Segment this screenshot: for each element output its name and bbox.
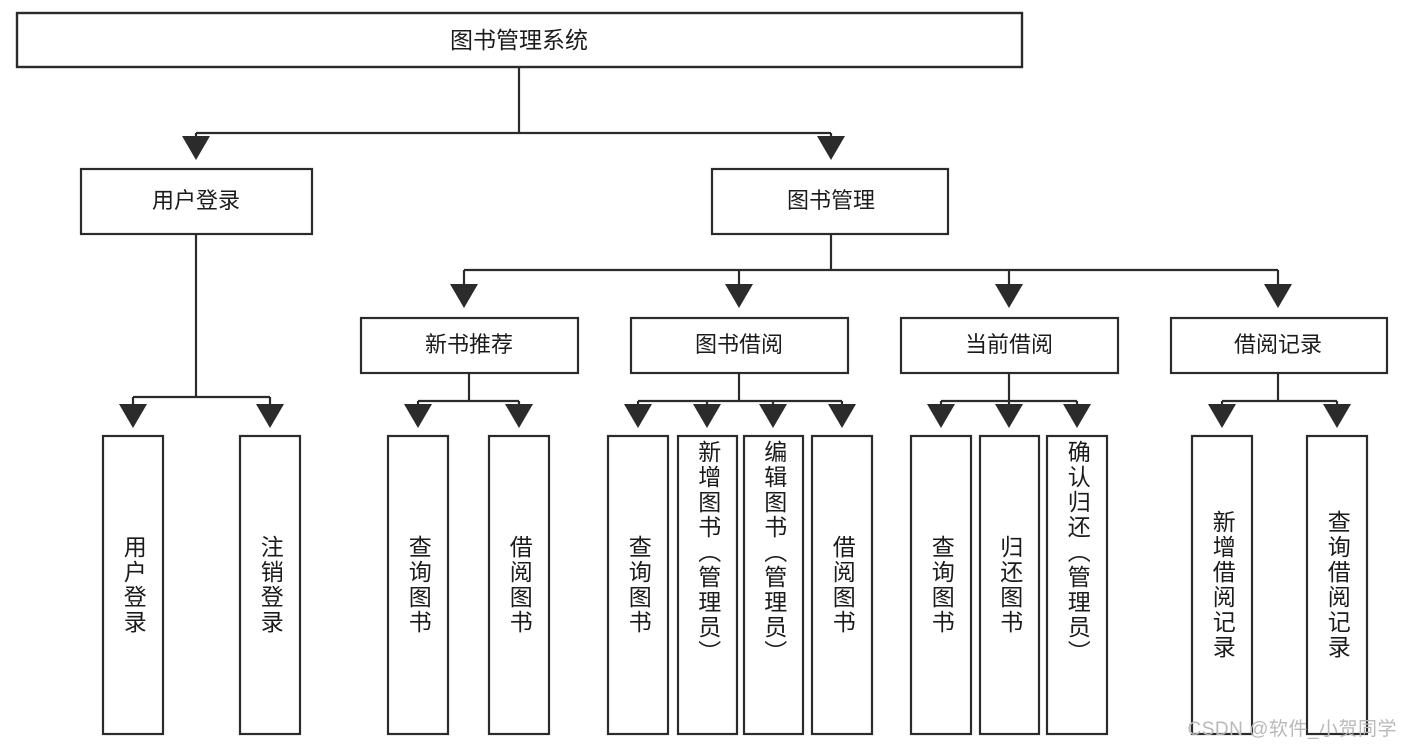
- node-book-borrow[interactable]: 图书借阅: [629, 316, 850, 375]
- leaf-node[interactable]: [742, 434, 805, 736]
- node-root-label: 图书管理系统: [450, 27, 588, 53]
- leaf-node[interactable]: [1305, 434, 1369, 736]
- leaf-node[interactable]: [101, 434, 165, 736]
- node-book-management-label: 图书管理: [787, 188, 875, 213]
- node-borrow-record-label: 借阅记录: [1234, 332, 1322, 357]
- node-user-login-label: 用户登录: [152, 188, 240, 213]
- edge-root-to-level2: [181, 67, 846, 161]
- node-root[interactable]: 图书管理系统: [15, 11, 1024, 69]
- leaf-node[interactable]: [978, 434, 1041, 736]
- leaf-node[interactable]: [1045, 434, 1109, 736]
- leaf-node[interactable]: [676, 434, 739, 736]
- edge-bookborrow-to-leaves: [623, 373, 857, 429]
- leaf-node[interactable]: [386, 434, 450, 736]
- node-current-borrow-label: 当前借阅: [965, 332, 1053, 357]
- edge-currentborrow-to-leaves: [926, 373, 1092, 429]
- node-current-borrow[interactable]: 当前借阅: [899, 316, 1120, 375]
- edge-userlogin-to-leaves: [118, 234, 285, 429]
- edge-newbook-to-leaves: [403, 373, 534, 429]
- node-book-management[interactable]: 图书管理: [710, 167, 950, 236]
- leaf-node[interactable]: [909, 434, 973, 736]
- leaf-node[interactable]: [487, 434, 551, 736]
- leaf-node[interactable]: [810, 434, 874, 736]
- node-new-book-recommend-label: 新书推荐: [425, 332, 513, 357]
- leaf-node[interactable]: [238, 434, 302, 736]
- leaf-node[interactable]: [606, 434, 670, 736]
- leaf-node[interactable]: [1190, 434, 1254, 736]
- node-user-login[interactable]: 用户登录: [79, 167, 314, 236]
- edge-bookmgmt-to-level3: [449, 234, 1293, 309]
- edge-borrowrecord-to-leaves: [1207, 373, 1352, 429]
- node-book-borrow-label: 图书借阅: [695, 332, 783, 357]
- node-new-book-recommend[interactable]: 新书推荐: [359, 316, 580, 375]
- watermark-text: CSDN @软件_小贺同学: [1187, 719, 1397, 740]
- node-borrow-record[interactable]: 借阅记录: [1169, 316, 1389, 375]
